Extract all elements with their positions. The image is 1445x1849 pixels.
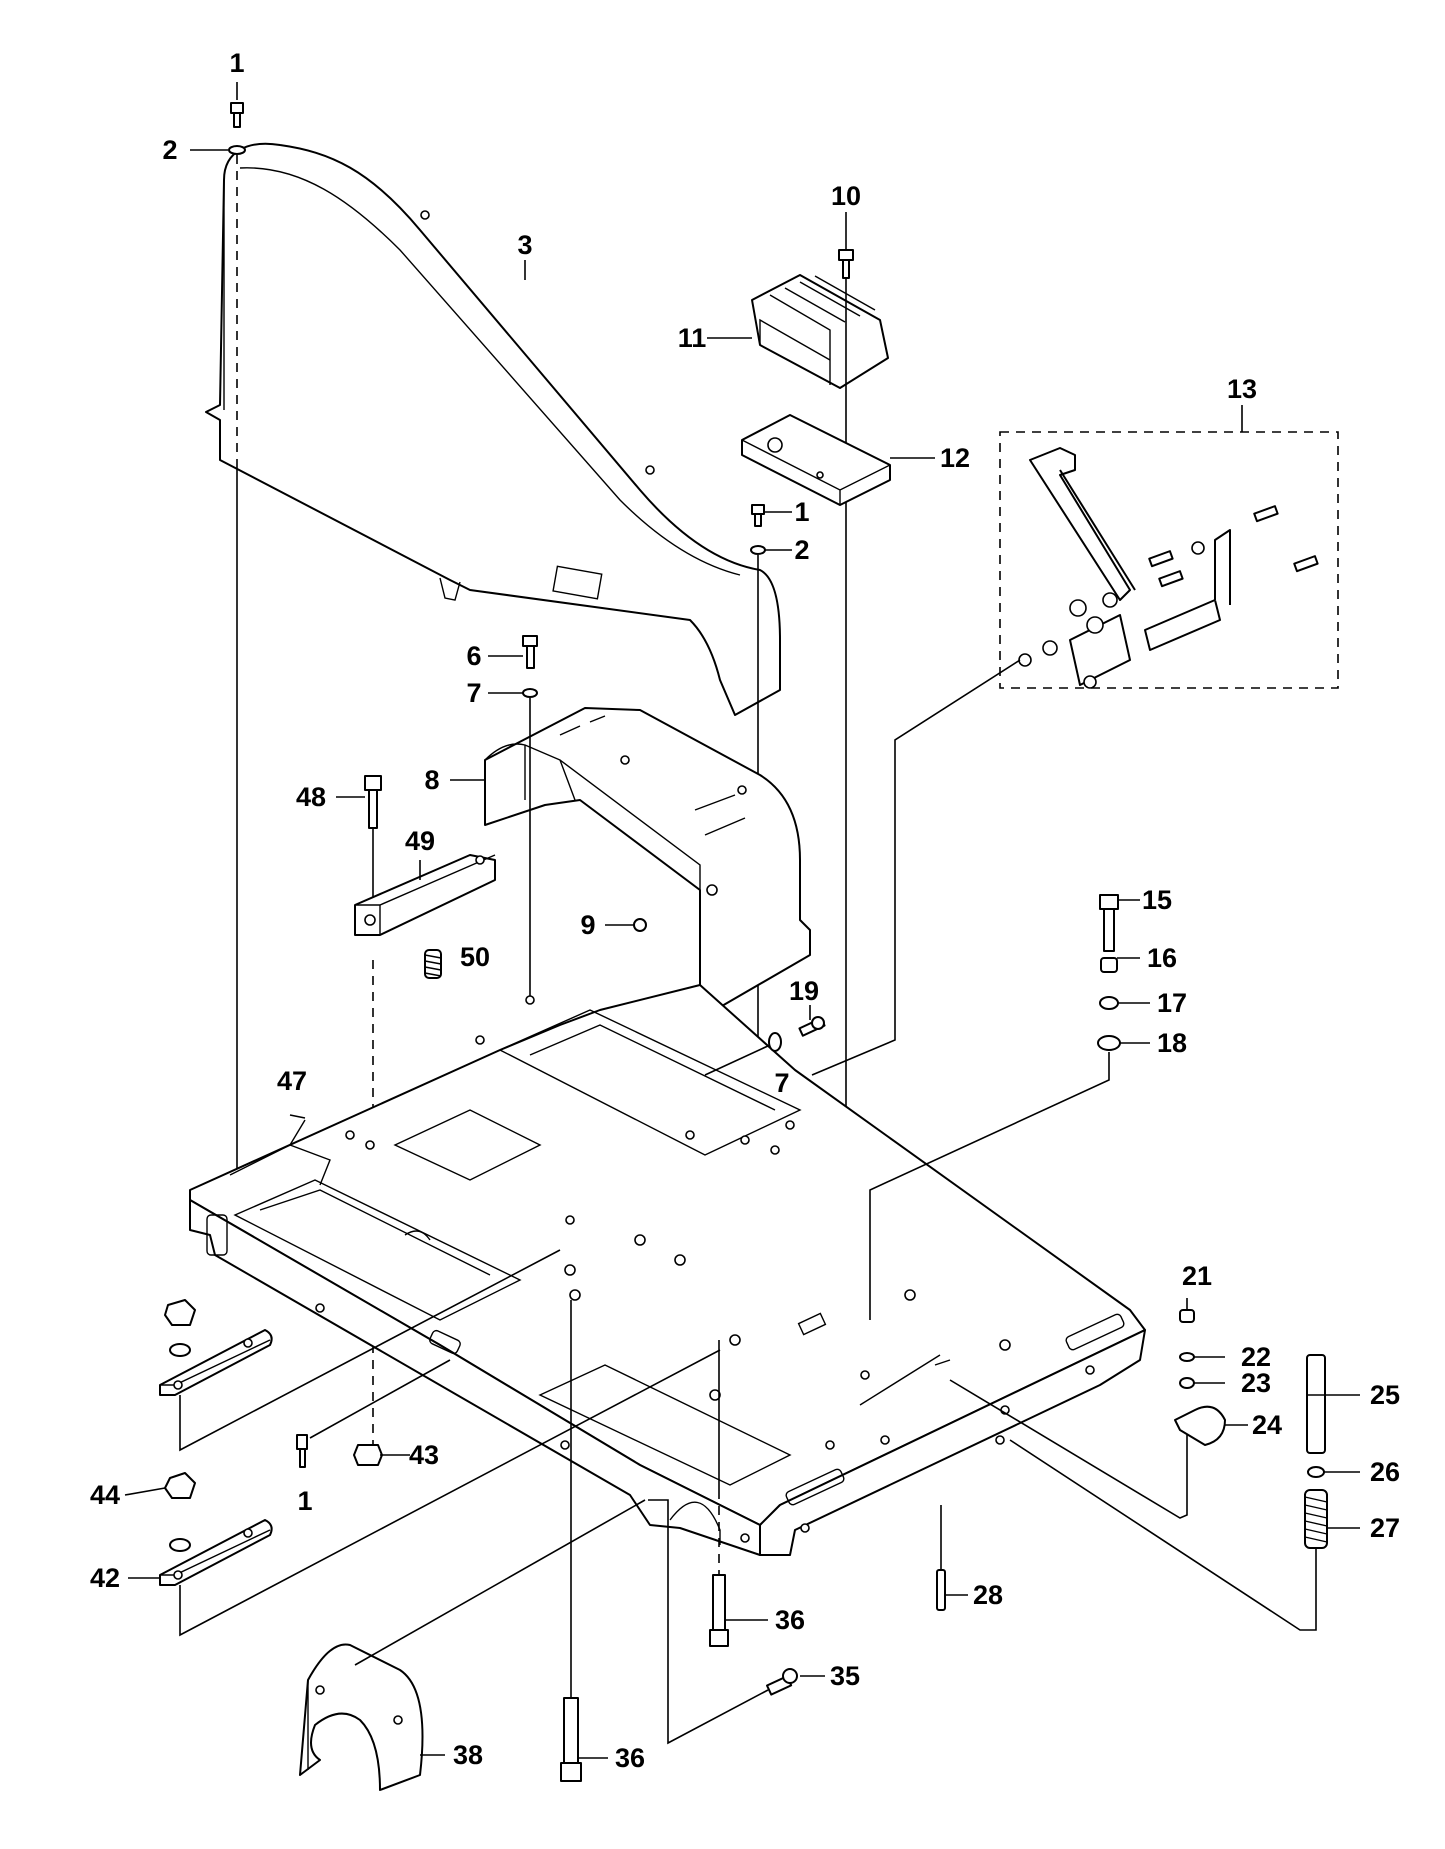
callout-50: 50 <box>460 942 490 972</box>
bolt-10 <box>838 249 854 279</box>
strap-42 <box>159 1519 273 1586</box>
pin-25 <box>1306 1354 1326 1454</box>
callout-27: 27 <box>1370 1513 1400 1543</box>
callout-23: 23 <box>1241 1368 1271 1398</box>
callout-7-lower: 7 <box>774 1068 789 1098</box>
callout-28: 28 <box>973 1580 1003 1610</box>
washer-7-upper <box>522 688 538 698</box>
bolt-6 <box>522 635 538 669</box>
callout-1-top: 1 <box>229 48 244 78</box>
nut-21 <box>1179 1309 1195 1323</box>
callout-38: 38 <box>453 1740 483 1770</box>
arc-cover-38 <box>299 1643 424 1791</box>
washer-18 <box>1097 1035 1121 1051</box>
callout-21: 21 <box>1182 1261 1212 1291</box>
callout-11: 11 <box>678 323 707 353</box>
callout-8: 8 <box>424 765 439 795</box>
bolt-1-lower <box>296 1434 308 1468</box>
callout-42: 42 <box>90 1563 120 1593</box>
strap-upper <box>159 1329 273 1396</box>
bolt-19 <box>798 1016 826 1037</box>
motor-bracket-8 <box>484 707 811 1011</box>
callout-9: 9 <box>580 910 595 940</box>
bolt-36-right <box>709 1574 729 1647</box>
callout-7-upper: 7 <box>466 678 481 708</box>
callout-2-top: 2 <box>162 135 177 165</box>
ring-26 <box>1307 1466 1325 1478</box>
bolt-48 <box>364 775 382 829</box>
washer-22 <box>1179 1352 1195 1362</box>
callout-36-lower: 36 <box>615 1743 645 1773</box>
callout-12: 12 <box>940 443 970 473</box>
callout-13: 13 <box>1227 374 1257 404</box>
washer-23 <box>1179 1377 1195 1389</box>
callout-49: 49 <box>405 826 435 856</box>
leader-line-bolt19 <box>704 1044 771 1076</box>
callout-15: 15 <box>1142 885 1172 915</box>
mounting-plate-12 <box>741 414 891 506</box>
nut-43 <box>353 1444 383 1466</box>
frame-holes <box>315 995 1095 1543</box>
bolt-1-top <box>230 102 244 128</box>
bolt-36-lower <box>560 1697 582 1782</box>
callout-48: 48 <box>296 782 326 812</box>
bolt-15 <box>1099 894 1119 952</box>
callout-47: 47 <box>277 1066 307 1096</box>
clamp-24 <box>1174 1405 1226 1446</box>
main-frame-47 <box>189 984 1146 1556</box>
callout-25: 25 <box>1370 1380 1400 1410</box>
leader-line-clamp <box>949 1379 1188 1519</box>
spring-50 <box>424 949 442 979</box>
washer-17 <box>1099 996 1119 1010</box>
callout-44: 44 <box>90 1480 120 1510</box>
leader-line-bolt35 <box>648 1499 769 1745</box>
lever-small-bolts <box>1018 505 1319 689</box>
callout-1-middle: 1 <box>794 497 809 527</box>
callout-36-right: 36 <box>775 1605 805 1635</box>
callout-16: 16 <box>1147 943 1177 973</box>
callout-ticks <box>124 82 1360 1759</box>
callout-labels: 1 2 3 10 11 12 1 2 13 6 7 8 48 49 50 9 1… <box>90 48 1400 1773</box>
leader-line-lever <box>811 659 1021 1076</box>
washer-44 <box>169 1538 191 1552</box>
callout-18: 18 <box>1157 1028 1187 1058</box>
callout-35: 35 <box>830 1661 860 1691</box>
nut-9 <box>633 918 647 932</box>
nut-44 <box>164 1472 196 1499</box>
leader-line-strap-upper <box>179 1249 561 1452</box>
pivot-block-49 <box>354 854 496 936</box>
callout-24: 24 <box>1252 1410 1282 1440</box>
washer-2-top <box>228 145 246 155</box>
leader-line-bolt15 <box>869 1052 1110 1320</box>
nut-16 <box>1100 957 1118 973</box>
washer-2-middle <box>750 545 766 555</box>
callout-26: 26 <box>1370 1457 1400 1487</box>
spring-27 <box>1304 1489 1328 1549</box>
callout-6: 6 <box>466 641 481 671</box>
leader-line-spring <box>1009 1439 1317 1631</box>
callout-1-lower: 1 <box>297 1486 312 1516</box>
callout-10: 10 <box>831 181 861 211</box>
callout-2-middle: 2 <box>794 535 809 565</box>
leader-line-bolt1-lower <box>309 1359 451 1439</box>
callout-43: 43 <box>409 1440 439 1470</box>
washer-7-lower <box>768 1032 782 1052</box>
callout-19: 19 <box>789 976 819 1006</box>
callout-22: 22 <box>1241 1342 1271 1372</box>
callout-3: 3 <box>517 230 532 260</box>
lever-assembly-13 <box>999 431 1339 689</box>
bolt-35 <box>766 1668 798 1696</box>
pin-28 <box>936 1569 946 1611</box>
belt-guard-cover <box>205 142 781 716</box>
leader-line-arc <box>354 1499 646 1666</box>
bolt-1-middle <box>751 504 765 527</box>
nut-upper <box>164 1299 196 1357</box>
heat-sink-11 <box>751 274 889 389</box>
leader-line-strap42 <box>179 1349 721 1637</box>
callout-17: 17 <box>1157 988 1187 1018</box>
